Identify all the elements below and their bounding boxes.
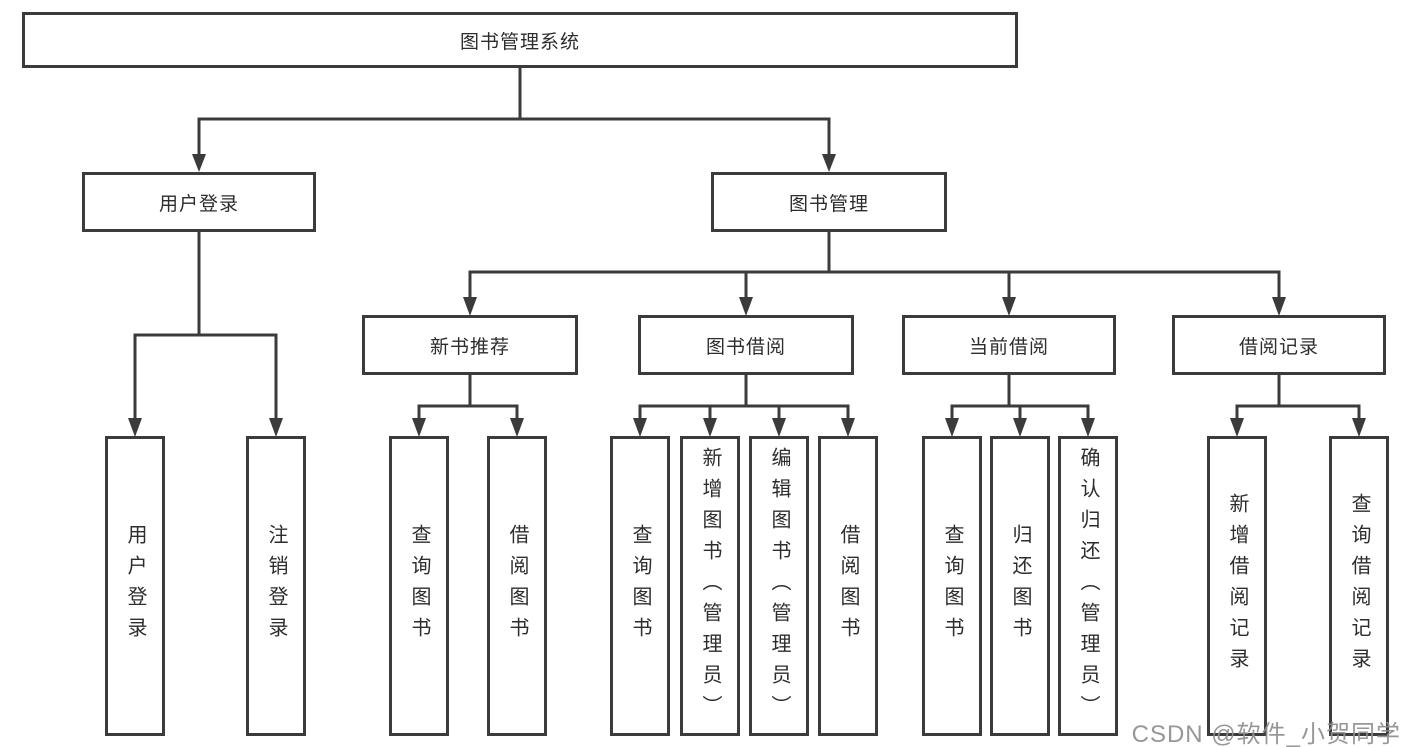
leaf-edit-book-admin: 编辑图书（管理员） (749, 436, 809, 736)
leaf-label: 新增借阅记录 (1226, 493, 1248, 679)
node-current-borrowing: 当前借阅 (902, 315, 1116, 375)
node-book-borrowing: 图书借阅 (638, 315, 854, 375)
node-label: 当前借阅 (968, 336, 1049, 358)
leaf-label: 归还图书 (1009, 524, 1031, 648)
leaf-query-books-borrowing: 查询图书 (610, 436, 670, 736)
leaf-label: 新增图书（管理员） (699, 446, 721, 726)
node-label: 用户登录 (158, 193, 239, 215)
leaf-user-login: 用户登录 (105, 436, 165, 736)
leaf-label: 查询图书 (408, 524, 430, 648)
leaf-add-borrow-record: 新增借阅记录 (1207, 436, 1267, 736)
leaf-label: 用户登录 (124, 524, 146, 648)
node-label: 新书推荐 (429, 336, 510, 358)
leaf-label: 借阅图书 (506, 524, 528, 648)
leaf-borrow-books-borrowing: 借阅图书 (818, 436, 878, 736)
node-label: 图书管理系统 (459, 31, 580, 53)
leaf-label: 借阅图书 (837, 524, 859, 648)
leaf-confirm-return-admin: 确认归还（管理员） (1058, 436, 1118, 736)
leaf-logout: 注销登录 (246, 436, 306, 736)
leaf-query-borrow-record: 查询借阅记录 (1329, 436, 1389, 736)
node-book-management: 图书管理 (711, 172, 947, 232)
leaf-label: 查询借阅记录 (1348, 493, 1370, 679)
node-borrowing-records: 借阅记录 (1172, 315, 1386, 375)
node-label: 借阅记录 (1238, 336, 1319, 358)
leaf-label: 注销登录 (265, 524, 287, 648)
leaf-label: 编辑图书（管理员） (768, 446, 790, 726)
csdn-watermark: CSDN @软件_小贺同学 (1131, 721, 1401, 747)
leaf-query-books-current: 查询图书 (922, 436, 982, 736)
leaf-label: 查询图书 (941, 524, 963, 648)
node-library-management-system: 图书管理系统 (22, 12, 1018, 68)
leaf-add-book-admin: 新增图书（管理员） (680, 436, 740, 736)
node-user-login: 用户登录 (82, 172, 316, 232)
node-label: 图书管理 (788, 193, 869, 215)
leaf-return-book: 归还图书 (990, 436, 1050, 736)
leaf-label: 确认归还（管理员） (1077, 446, 1099, 726)
leaf-label: 查询图书 (629, 524, 651, 648)
arrowheads (128, 154, 1366, 437)
leaf-query-books-recommend: 查询图书 (389, 436, 449, 736)
node-new-book-recommendation: 新书推荐 (362, 315, 578, 375)
leaf-borrow-books-recommend: 借阅图书 (487, 436, 547, 736)
node-label: 图书借阅 (705, 336, 786, 358)
